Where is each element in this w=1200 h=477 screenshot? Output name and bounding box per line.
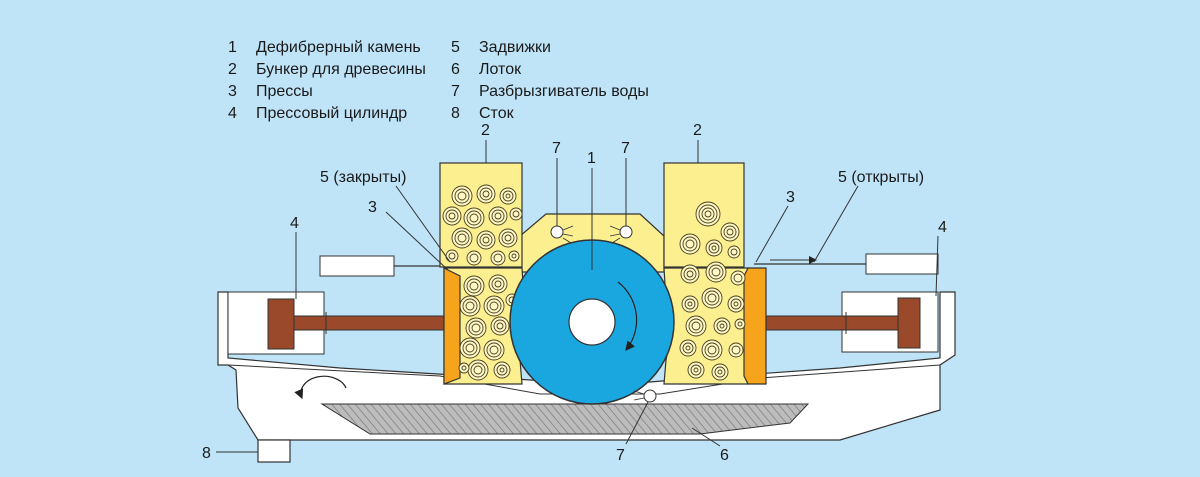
log-section (451, 185, 473, 207)
rotation-arrow-icon (617, 281, 638, 351)
log-section (488, 274, 508, 294)
press-left (443, 267, 461, 385)
callout-drain: 8 (202, 445, 211, 462)
log-section (493, 361, 511, 379)
gate-right-open (865, 253, 939, 275)
stone-hub (568, 298, 616, 346)
log-section (442, 206, 462, 226)
drain (257, 439, 291, 463)
log-section (499, 187, 517, 205)
callout-sprayer-top-left: 7 (552, 140, 561, 157)
log-section (490, 316, 510, 336)
log-section (451, 227, 473, 249)
log-section (713, 317, 731, 335)
log-section (476, 230, 496, 250)
wood-logs (442, 184, 746, 381)
log-section (459, 295, 481, 317)
callout-hopper-left: 2 (481, 122, 490, 139)
log-section (476, 184, 496, 204)
callout-cylinder-left: 4 (290, 215, 299, 232)
log-section (463, 275, 485, 297)
log-section (685, 315, 707, 337)
cylinder-piston-left (267, 298, 295, 350)
log-section (445, 249, 459, 263)
log-section (680, 264, 700, 284)
cylinder-rod-right (765, 315, 899, 331)
callout-hopper-right: 2 (693, 122, 702, 139)
log-section (720, 222, 740, 242)
press-right (743, 267, 767, 385)
callout-tray: 6 (720, 447, 729, 464)
log-section (727, 245, 741, 259)
log-section (488, 206, 508, 226)
leader-lines (216, 140, 939, 453)
callout-press-left: 3 (368, 199, 377, 216)
log-section (705, 239, 723, 257)
log-section (465, 317, 487, 339)
log-section (679, 339, 697, 357)
cylinder-piston-right (897, 297, 921, 349)
log-section (466, 250, 482, 266)
log-section (509, 207, 523, 221)
sprayer-top-left (550, 225, 564, 239)
callout-gate-right: 5 (открыты) (838, 169, 924, 186)
sprayer-top-right (619, 225, 633, 239)
log-section (727, 295, 745, 313)
log-section (483, 295, 505, 317)
log-section (458, 362, 470, 374)
log-section (508, 250, 520, 262)
callout-press-right: 3 (786, 189, 795, 206)
log-section (467, 359, 489, 381)
log-section (734, 318, 746, 330)
callout-cylinder-right: 4 (938, 219, 947, 236)
log-section (687, 361, 705, 379)
log-section (705, 261, 727, 283)
log-section (679, 233, 701, 255)
flow-arrow-icon (294, 375, 347, 400)
log-section (463, 207, 485, 229)
log-section (490, 250, 506, 266)
log-section (728, 342, 744, 358)
log-section (695, 201, 721, 227)
log-section (730, 270, 746, 286)
log-section (701, 339, 723, 361)
tray (320, 403, 810, 435)
callout-gate-left: 5 (закрыты) (320, 169, 406, 186)
log-section (498, 228, 518, 248)
log-section (701, 287, 723, 309)
log-section (681, 295, 699, 313)
cylinder-rod-left (293, 315, 445, 331)
log-section (483, 339, 505, 361)
gate-left-closed (319, 255, 395, 277)
callout-stone: 1 (587, 150, 596, 167)
machine-base (217, 291, 956, 441)
log-section (711, 363, 729, 381)
callout-sprayer-bottom: 7 (616, 447, 625, 464)
callout-sprayer-top-right: 7 (621, 140, 630, 157)
sprayer-bottom (643, 389, 657, 403)
log-section (459, 337, 481, 359)
